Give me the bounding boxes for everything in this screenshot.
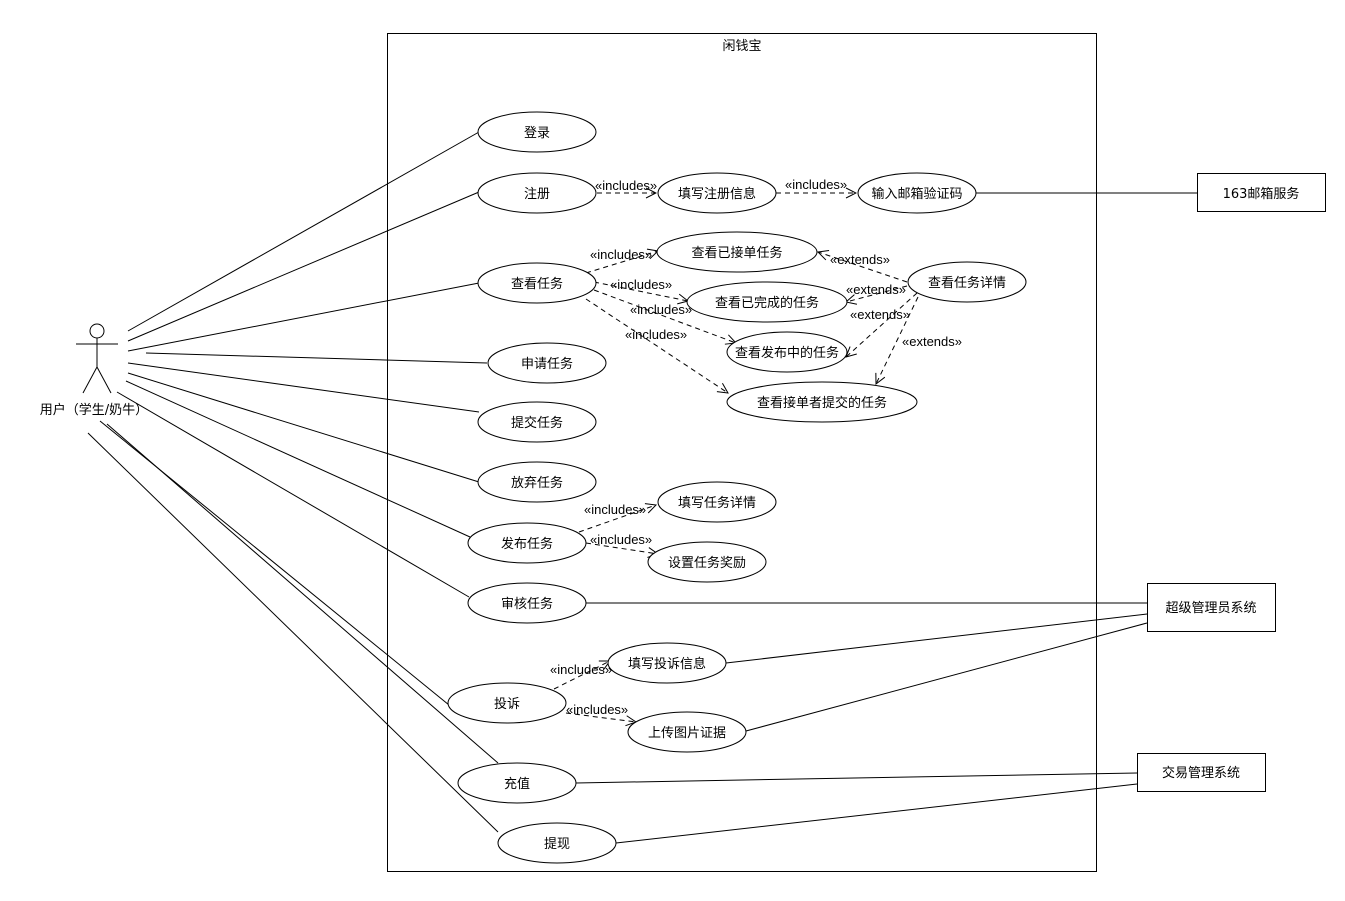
use-case-label: 查看已接单任务 [691,245,782,261]
use-case-label: 投诉 [494,696,520,712]
rel-extends-label: «extends» [830,252,890,267]
use-case-view-accepted[interactable]: 查看已接单任务 [656,231,818,273]
relation-labels: «includes» «includes» «includes» «includ… [550,177,962,717]
use-case-publish-task[interactable]: 发布任务 [467,522,587,564]
rel-includes-label: «includes» [610,277,672,292]
use-case-complain[interactable]: 投诉 [447,682,567,724]
use-case-label: 审核任务 [501,596,553,612]
use-case-label: 提现 [544,836,570,852]
use-case-review-task[interactable]: 审核任务 [467,582,587,624]
use-case-label: 登录 [524,126,550,141]
use-case-fill-register[interactable]: 填写注册信息 [657,172,777,214]
use-case-submit-task[interactable]: 提交任务 [477,401,597,443]
rel-includes-label: «includes» [785,177,847,192]
use-case-abandon-task[interactable]: 放弃任务 [477,461,597,503]
use-case-view-completed[interactable]: 查看已完成的任务 [686,281,848,323]
external-associations [575,192,1197,844]
use-case-label: 输入邮箱验证码 [871,186,962,202]
use-case-login[interactable]: 登录 [477,111,597,153]
actor-user[interactable]: 用户（学生/奶牛） [40,323,148,418]
actor-label: 用户（学生/奶牛） [40,402,148,418]
system-title: 闲钱宝 [722,39,761,54]
external-system-163-mail[interactable]: 163邮箱服务 [1197,173,1326,212]
rel-includes-label: «includes» [630,302,692,317]
rel-includes-label: «includes» [584,502,646,517]
use-case-set-reward[interactable]: 设置任务奖励 [647,541,767,583]
use-case-label: 发布任务 [501,536,553,552]
use-case-email-code[interactable]: 输入邮箱验证码 [857,172,977,214]
use-case-register[interactable]: 注册 [477,172,597,214]
use-case-apply-task[interactable]: 申请任务 [487,342,607,384]
use-case-label: 放弃任务 [511,475,563,491]
use-case-label: 填写注册信息 [678,186,756,202]
use-case-label: 上传图片证据 [648,726,726,741]
actor-associations [87,131,499,833]
use-case-task-detail[interactable]: 查看任务详情 [907,261,1027,303]
external-system-label: 163邮箱服务 [1223,186,1300,202]
use-case-label: 查看接单者提交的任务 [757,395,887,411]
external-system-trade[interactable]: 交易管理系统 [1137,753,1266,792]
dependencies [553,193,919,722]
use-case-label: 注册 [524,187,550,202]
rel-includes-label: «includes» [595,178,657,193]
external-system-label: 交易管理系统 [1162,765,1240,781]
system-boundary [387,33,1097,872]
external-system-label: 超级管理员系统 [1165,601,1256,616]
use-case-view-submitted[interactable]: 查看接单者提交的任务 [726,381,918,423]
use-case-label: 提交任务 [511,415,563,431]
use-case-fill-task-detail[interactable]: 填写任务详情 [657,481,777,523]
use-case-label: 设置任务奖励 [668,555,746,571]
use-case-label: 填写任务详情 [678,495,756,511]
rel-includes-label: «includes» [566,702,628,717]
rel-includes-label: «includes» [625,327,687,342]
rel-includes-label: «includes» [590,532,652,547]
use-case-view-tasks[interactable]: 查看任务 [477,262,597,304]
use-case-label: 申请任务 [521,356,573,372]
use-case-upload-evidence[interactable]: 上传图片证据 [627,711,747,753]
use-case-withdraw[interactable]: 提现 [497,822,617,864]
external-system-admin[interactable]: 超级管理员系统 [1147,583,1276,632]
use-case-label: 查看发布中的任务 [735,345,839,361]
use-case-fill-complaint[interactable]: 填写投诉信息 [607,642,727,684]
use-case-label: 充值 [504,776,530,792]
use-case-label: 查看任务 [511,276,563,292]
rel-includes-label: «includes» [550,662,612,677]
rel-extends-label: «extends» [902,334,962,349]
use-case-label: 查看已完成的任务 [715,295,819,311]
rel-extends-label: «extends» [850,307,910,322]
use-case-recharge[interactable]: 充值 [457,762,577,804]
actor-head [89,323,105,339]
use-case-view-publishing[interactable]: 查看发布中的任务 [726,331,848,373]
use-case-label: 查看任务详情 [928,275,1006,291]
rel-extends-label: «extends» [846,282,906,297]
rel-includes-label: «includes» [590,247,652,262]
use-case-label: 填写投诉信息 [628,656,706,672]
